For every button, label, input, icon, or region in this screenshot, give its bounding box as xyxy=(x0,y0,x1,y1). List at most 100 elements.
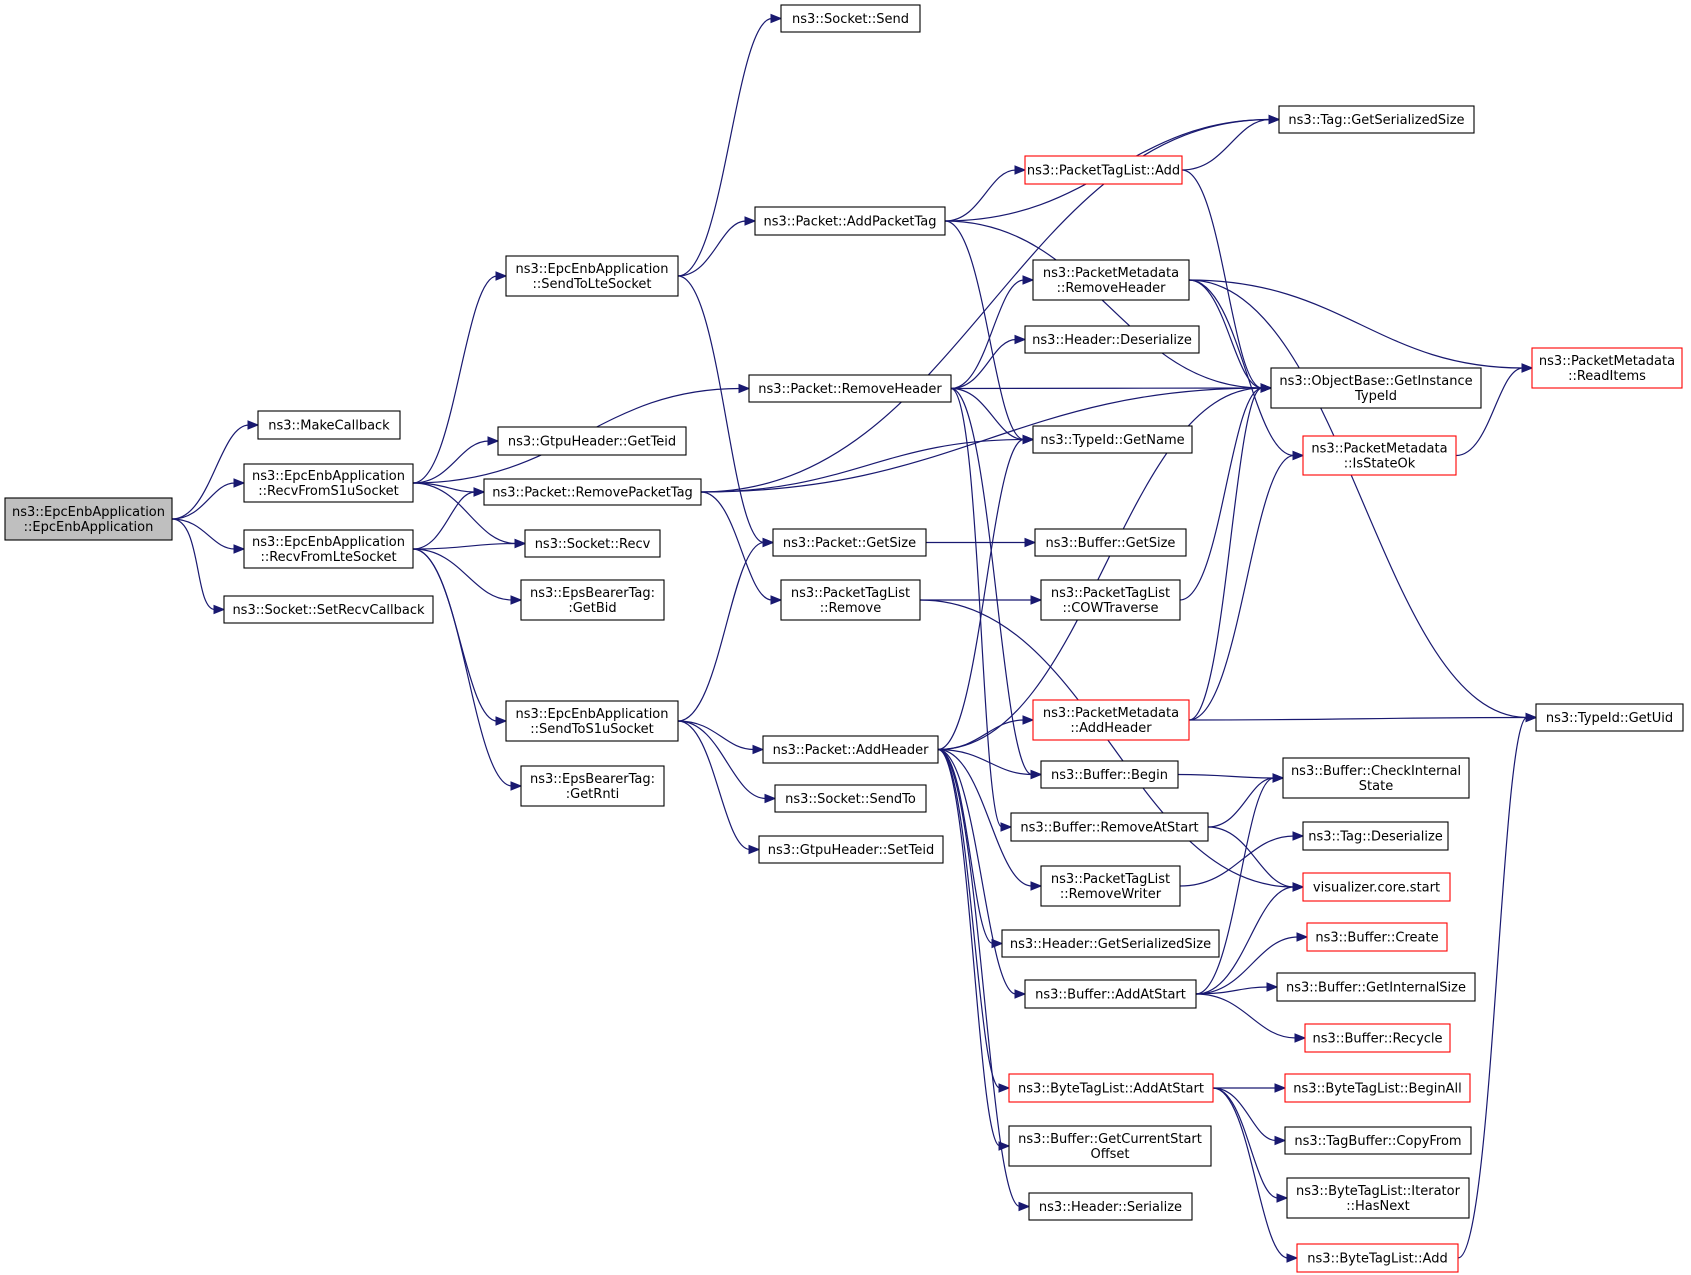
function-node-pmrmhdr[interactable]: ns3::PacketMetadata::RemoveHeader xyxy=(1032,259,1190,301)
function-node-ptlcow[interactable]: ns3::PacketTagList::COWTraverse xyxy=(1040,579,1181,621)
function-node-makecb[interactable]: ns3::MakeCallback xyxy=(257,410,401,440)
node-label: ::IsStateOk xyxy=(1344,457,1416,472)
function-node-rmhdr[interactable]: ns3::Packet::RemoveHeader xyxy=(748,374,952,403)
call-edge-rmhdr-to-bufrmstart xyxy=(950,387,1013,832)
node-box xyxy=(505,700,679,742)
function-node-bufgetsize[interactable]: ns3::Buffer::GetSize xyxy=(1034,528,1187,557)
function-node-rmptag[interactable]: ns3::Packet::RemovePacketTag xyxy=(483,478,702,506)
function-node-pmaddhdr[interactable]: ns3::PacketMetadata::AddHeader xyxy=(1032,699,1190,741)
function-node-ptladd[interactable]: ns3::PacketTagList::Add xyxy=(1024,155,1183,185)
function-node-vizstart[interactable]: visualizer.core.start xyxy=(1302,872,1451,902)
function-node-tidgetuid[interactable]: ns3::TypeId::GetUid xyxy=(1535,703,1684,732)
function-node-setteid[interactable]: ns3::GtpuHeader::SetTeid xyxy=(758,835,944,864)
node-box xyxy=(774,784,927,813)
function-node-hdrgetser[interactable]: ns3::Header::GetSerializedSize xyxy=(1001,929,1220,958)
node-box xyxy=(1531,347,1683,389)
function-node-recvlte[interactable]: ns3::EpcEnbApplication::RecvFromLteSocke… xyxy=(243,529,414,569)
function-node-btladd[interactable]: ns3::ByteTagList::Add xyxy=(1296,1243,1459,1273)
call-edge-addptag-to-ptladd xyxy=(944,165,1027,222)
node-label: ns3::PacketMetadata xyxy=(1311,442,1447,457)
node-label: ::COWTraverse xyxy=(1062,601,1158,616)
call-edge-recvs1u-to-rmptag xyxy=(412,482,486,497)
function-node-bufaddstart[interactable]: ns3::Buffer::AddAtStart xyxy=(1024,979,1197,1009)
node-box xyxy=(1270,367,1482,409)
function-node-pmstateok[interactable]: ns3::PacketMetadata::IsStateOk xyxy=(1302,435,1457,476)
node-label: ::SendToS1uSocket xyxy=(530,722,653,737)
node-box xyxy=(762,735,939,764)
function-node-tagdeser[interactable]: ns3::Tag::Deserialize xyxy=(1302,821,1449,851)
node-label: ns3::EpsBearerTag: xyxy=(530,772,655,787)
function-node-getbid[interactable]: ns3::EpsBearerTag::GetBid xyxy=(520,579,665,621)
function-node-ptlremove[interactable]: ns3::PacketTagList::Remove xyxy=(780,579,921,621)
function-node-root[interactable]: ns3::EpcEnbApplication::EpcEnbApplicatio… xyxy=(4,497,173,541)
node-label: ns3::Buffer::CheckInternal xyxy=(1291,764,1461,779)
function-node-tidgetname[interactable]: ns3::TypeId::GetName xyxy=(1032,425,1193,454)
node-label: :GetBid xyxy=(568,601,616,616)
function-node-ptlrmwriter[interactable]: ns3::PacketTagList::RemoveWriter xyxy=(1040,865,1181,907)
function-node-setrecv[interactable]: ns3::Socket::SetRecvCallback xyxy=(223,595,434,624)
node-label: ns3::Buffer::RemoveAtStart xyxy=(1020,821,1198,836)
function-node-addhdr[interactable]: ns3::Packet::AddHeader xyxy=(762,735,939,764)
node-label: ::RecvFromLteSocket xyxy=(260,550,396,565)
node-box xyxy=(1024,979,1197,1009)
function-node-tbcopy[interactable]: ns3::TagBuffer::CopyFrom xyxy=(1284,1126,1472,1155)
node-label: ns3::ByteTagList::Add xyxy=(1307,1252,1447,1267)
node-label: ns3::PacketTagList xyxy=(1051,872,1170,887)
function-node-btlbeginall[interactable]: ns3::ByteTagList::BeginAll xyxy=(1284,1073,1471,1103)
node-label: ns3::Socket::Send xyxy=(792,12,909,27)
call-edge-recvlte-to-rmptag xyxy=(412,487,486,550)
node-label: ::AddHeader xyxy=(1070,721,1152,736)
call-edge-addhdr-to-pmaddhdr xyxy=(937,715,1035,751)
node-label: ::EpcEnbApplication xyxy=(24,520,154,535)
node-box xyxy=(1001,929,1220,958)
call-edge-pmstateok-to-pmreaditems xyxy=(1455,363,1534,457)
function-node-sockrecv[interactable]: ns3::Socket::Recv xyxy=(524,529,661,558)
node-label: ::RemoveWriter xyxy=(1060,887,1162,902)
call-edge-addhdr-to-hdrser xyxy=(937,748,1031,1212)
function-node-pgetsize[interactable]: ns3::Packet::GetSize xyxy=(772,528,927,557)
function-node-bufrecycle[interactable]: ns3::Buffer::Recycle xyxy=(1304,1023,1451,1053)
function-node-getteid[interactable]: ns3::GtpuHeader::GetTeid xyxy=(497,426,687,456)
function-node-addptag[interactable]: ns3::Packet::AddPacketTag xyxy=(754,206,946,236)
node-box xyxy=(1284,1126,1472,1155)
node-label: State xyxy=(1359,779,1393,794)
node-box xyxy=(754,206,946,236)
function-node-bufintsize[interactable]: ns3::Buffer::GetInternalSize xyxy=(1276,972,1476,1002)
call-edge-pgetsize-to-bufgetsize xyxy=(926,537,1037,548)
node-label: ns3::ByteTagList::Iterator xyxy=(1296,1184,1461,1199)
node-box xyxy=(1302,435,1457,476)
function-node-socksend[interactable]: ns3::Socket::Send xyxy=(780,4,921,33)
call-edge-recvlte-to-getrnti xyxy=(412,548,523,791)
function-node-bufbegin[interactable]: ns3::Buffer::Begin xyxy=(1040,760,1179,789)
call-edge-sendlte-to-socksend xyxy=(677,13,783,277)
function-node-pmreaditems[interactable]: ns3::PacketMetadata::ReadItems xyxy=(1531,347,1683,389)
node-box xyxy=(505,255,679,297)
node-box xyxy=(748,374,952,403)
call-edge-rmhdr-to-pmrmhdr xyxy=(950,275,1035,390)
function-node-bufcreate[interactable]: ns3::Buffer::Create xyxy=(1306,922,1448,952)
call-edge-bufaddstart-to-vizstart xyxy=(1195,882,1305,995)
node-label: ns3::Buffer::Create xyxy=(1315,931,1438,946)
function-node-taggetser[interactable]: ns3::Tag::GetSerializedSize xyxy=(1278,105,1475,134)
function-node-getrnti[interactable]: ns3::EpsBearerTag::GetRnti xyxy=(520,765,665,807)
node-label: ns3::GtpuHeader::GetTeid xyxy=(508,435,676,450)
function-node-btlhasnext[interactable]: ns3::ByteTagList::Iterator::HasNext xyxy=(1286,1177,1470,1219)
function-node-bufrmstart[interactable]: ns3::Buffer::RemoveAtStart xyxy=(1010,812,1209,842)
node-label: ns3::EpcEnbApplication xyxy=(252,469,405,484)
call-edge-root-to-setrecv xyxy=(171,518,226,615)
function-node-sendto[interactable]: ns3::Socket::SendTo xyxy=(774,784,927,813)
function-node-sendlte[interactable]: ns3::EpcEnbApplication::SendToLteSocket xyxy=(505,255,679,297)
function-node-hdrdeser[interactable]: ns3::Header::Deserialize xyxy=(1024,325,1200,354)
node-box xyxy=(1286,1177,1470,1219)
node-label: ns3::Packet::RemovePacketTag xyxy=(492,486,693,501)
function-node-btladdstart[interactable]: ns3::ByteTagList::AddAtStart xyxy=(1008,1073,1214,1103)
function-node-recvs1u[interactable]: ns3::EpcEnbApplication::RecvFromS1uSocke… xyxy=(243,463,414,503)
call-edge-pmaddhdr-to-tidgetuid xyxy=(1188,712,1538,723)
function-node-hdrser[interactable]: ns3::Header::Serialize xyxy=(1028,1192,1193,1221)
function-node-sends1u[interactable]: ns3::EpcEnbApplication::SendToS1uSocket xyxy=(505,700,679,742)
node-label: ns3::PacketMetadata xyxy=(1043,266,1179,281)
call-edge-bufrmstart-to-bufcheck xyxy=(1207,773,1285,828)
